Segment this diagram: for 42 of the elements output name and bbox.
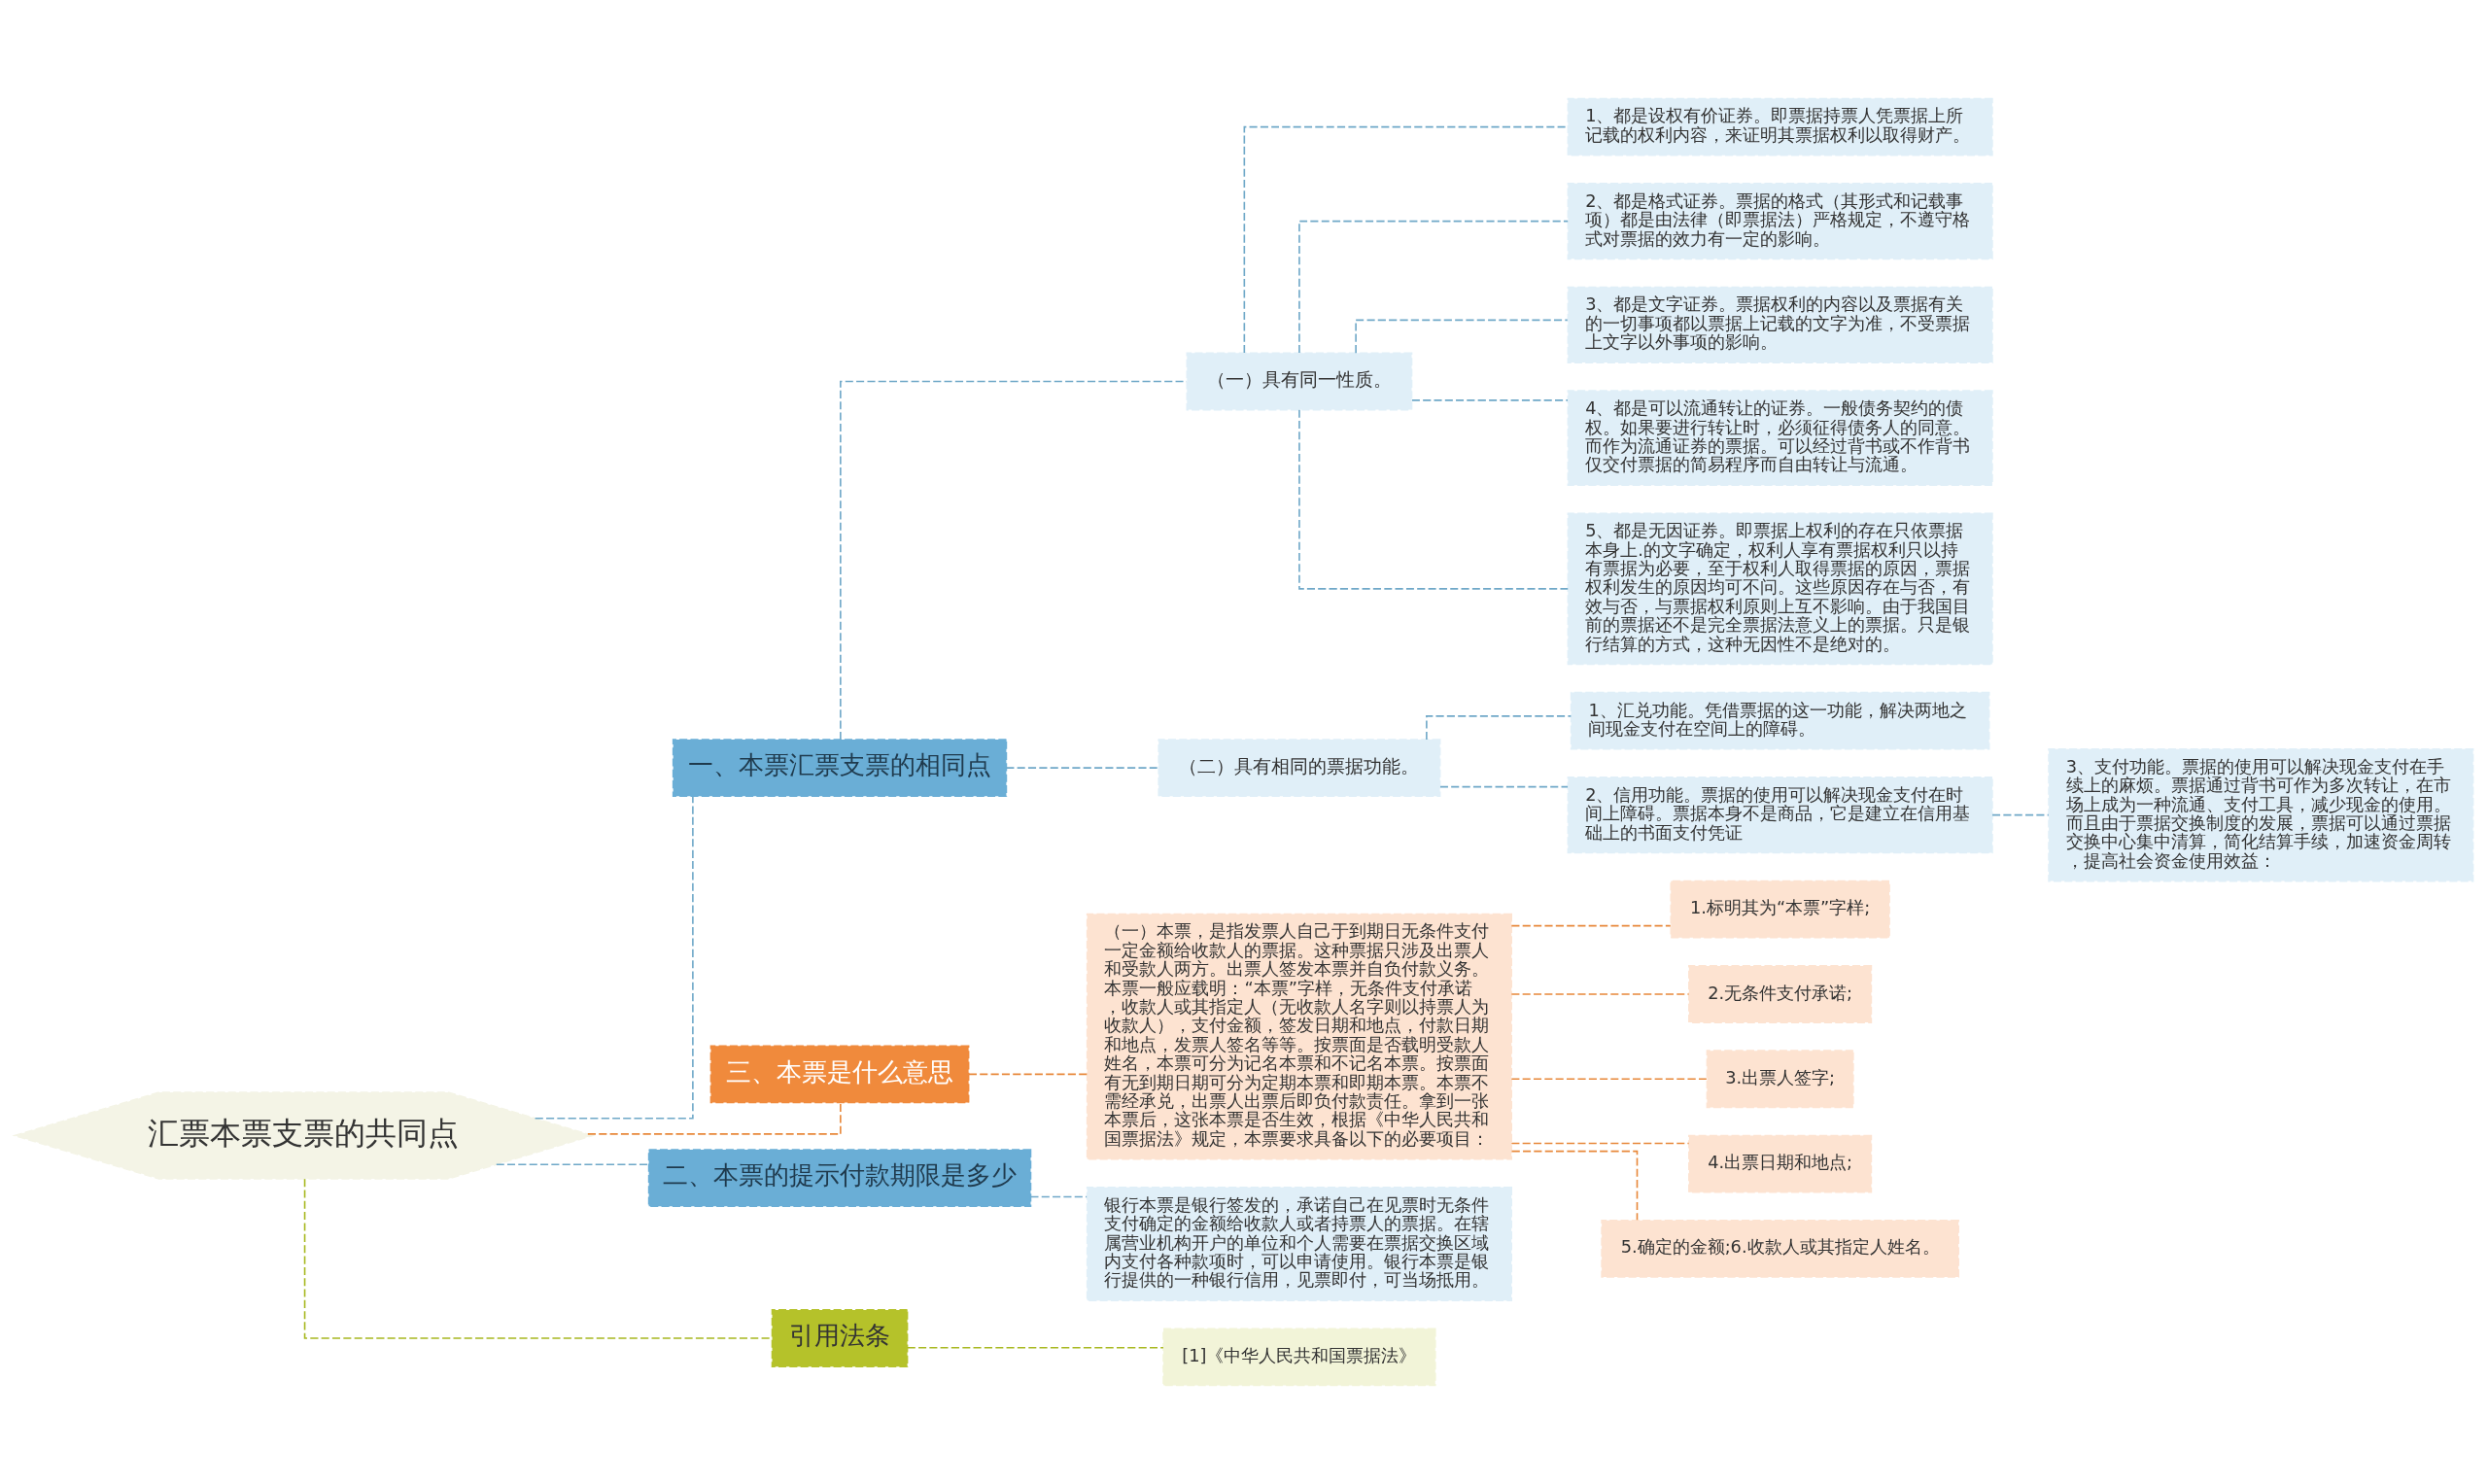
node-box: （二）具有相同的票据功能。 (1158, 739, 1441, 798)
node-box: 引用法条 (771, 1309, 909, 1367)
connector (907, 1346, 1164, 1349)
connector (1411, 399, 1569, 401)
node-box: 1、都是设权有价证券。即票据持票人凭票据上所记载的权利内容，来证明其票据权利以取得财产。 (1567, 97, 1993, 156)
node-box: （一）本票，是指发票人自己于到期日无条件支付一定金额给收款人的票据。这种票据只涉及出票人和受款人两方。出票人签发本票并自负付款义务。本票一般应载明：“本票”字样，无条件支付承诺，收款人或其指定人（无收款人名字则以持票人为收款人），支付金额，签发日期和地点，付款日期和地点，发票人签名等等。按票面是否载明受款人姓名，本票可分为记名本票和不记名本票。按票面有无到期日期可分为定期本票和即期本票。本票不需经承兑，出票人出票后即负付款责任。拿到一张本票后，这张本票是否生效，根据《中华人民共和国票据法》规定，本票要求具备以下的必要项目： (1086, 913, 1512, 1160)
connector (1510, 1078, 1709, 1081)
node-box: 5、都是无因证券。即票据上权利的存在只依票据本身上.的文字确定，权利人享有票据权利只以持有票据为必要，至于权利人取得票据的原因，票据权利发生的原因均可不问。这些原因存在与否，有效与否，与票据权利原则上互不影响。由于我国目前的票据还不是完全票据法意义上的票据。只是银行结算的方式，这种无因性不是绝对的。 (1567, 512, 1993, 666)
connector (1510, 1150, 1639, 1222)
connector (1991, 813, 2050, 816)
node-box: 三、本票是什么意思 (709, 1045, 970, 1104)
connector (587, 1101, 842, 1135)
node-box: 1.标明其为“本票”字样; (1670, 880, 1890, 939)
connector (1510, 993, 1690, 995)
node-box: （一）具有同一性质。 (1186, 352, 1413, 411)
connector (968, 1073, 1088, 1076)
node-box: 2.无条件支付承诺; (1688, 965, 1873, 1023)
node-box: 二、本票的提示付款期限是多少 (647, 1149, 1032, 1208)
node-box: 4、都是可以流通转让的证券。一般债务契约的债权。如果要进行转让时，必须征得债务人的同意。而作为流通证券的票据。可以经过背书或不作背书仅交付票据的简易程序而自由转让与流通。 (1567, 390, 1993, 486)
connector (1510, 1142, 1690, 1145)
connector (1355, 319, 1569, 354)
node-box: 一、本票汇票支票的相同点 (672, 739, 1008, 798)
connector (1298, 220, 1570, 354)
node-box: 4.出票日期和地点; (1688, 1134, 1873, 1193)
connector (1426, 715, 1572, 741)
connector (1298, 408, 1570, 590)
connector (1439, 785, 1569, 788)
node-box: [1]《中华人民共和国票据法》 (1162, 1328, 1436, 1387)
node-box: 5.确定的金额;6.收款人或其指定人姓名。 (1601, 1219, 1959, 1278)
node-box: 3.出票人签字; (1706, 1050, 1854, 1109)
connector (1029, 1195, 1088, 1198)
connector (1243, 125, 1569, 354)
node-box: 1、汇兑功能。凭借票据的这一功能，解决两地之间现金支付在空间上的障碍。 (1570, 691, 1990, 750)
connector (495, 1163, 650, 1165)
node-box: 银行本票是银行签发的，承诺自己在见票时无条件支付确定的金额给收款人或者持票人的票据。在辖属营业机构开户的单位和个人需要在票据交换区域内支付各种款项时，可以申请使用。银行本票是银行提供的一种银行信用，见票即付，可当场抵用。 (1086, 1187, 1512, 1302)
connector (1510, 924, 1672, 927)
node-box: 3、都是文字证券。票据权利的内容以及票据有关的一切事项都以票据上记载的文字为准，不受票据上文字以外事项的影响。 (1567, 286, 1993, 363)
connector (534, 795, 694, 1120)
node-box: 2、信用功能。票据的使用可以解决现金支付在时间上障碍。票据本身不是商品，它是建立在信用基础上的书面支付凭证 (1567, 777, 1993, 854)
connector (1005, 767, 1159, 769)
node-box: 3、支付功能。票据的使用可以解决现金支付在手续上的麻烦。票据通过背书可作为多次转让，在市场上成为一种流通、支付工具，减少现金的使用。而且由于票据交换制度的发展，票据可以通过票据交换中心集中清算，简化结算手续，加速资金周转，提高社会资金使用效益： (2048, 747, 2474, 882)
node-box: 2、都是格式证券。票据的格式（其形式和记载事项）都是由法律（即票据法）严格规定，不遵守格式对票据的效力有一定的影响。 (1567, 182, 1993, 260)
